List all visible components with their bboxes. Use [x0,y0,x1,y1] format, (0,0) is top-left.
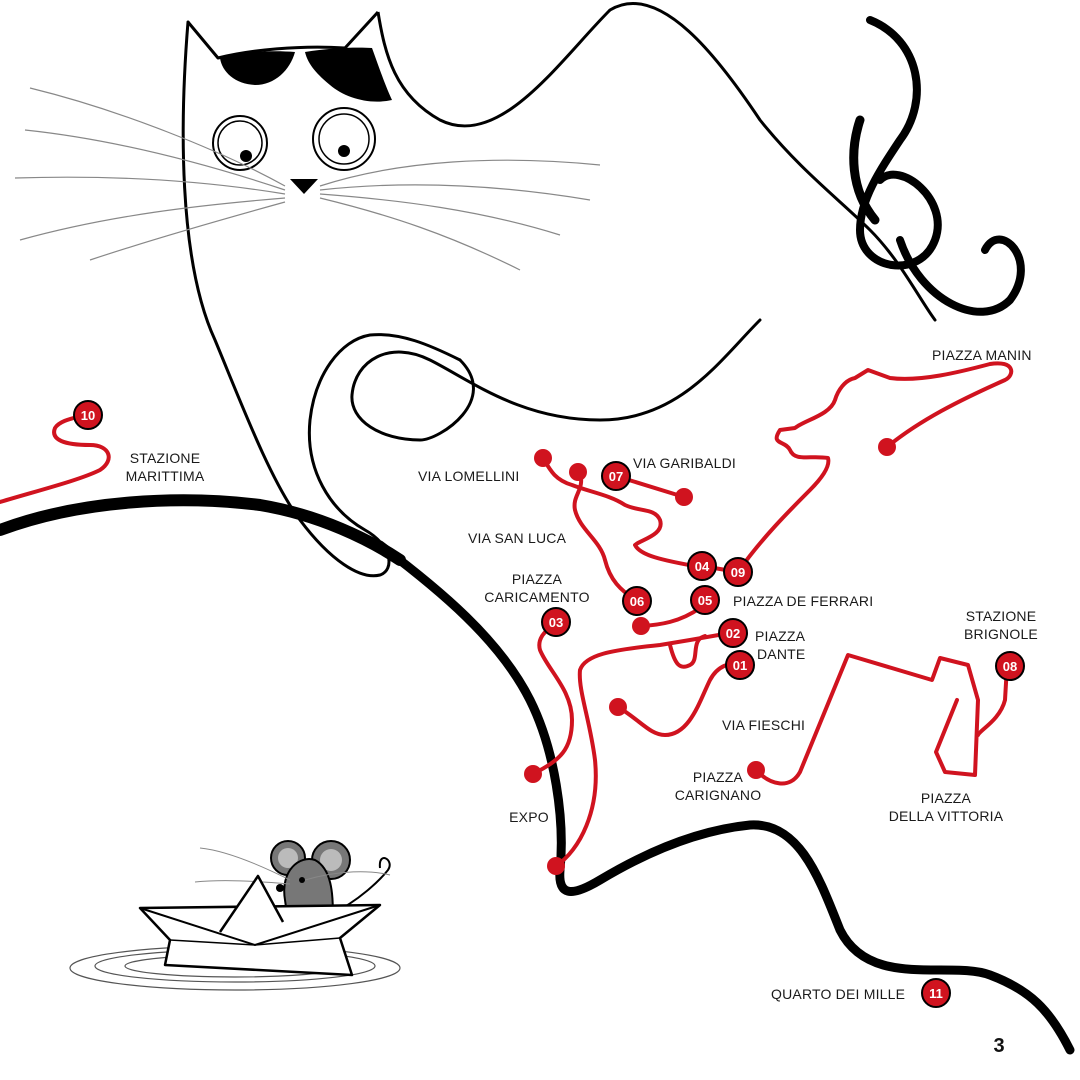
label-via-fieschi: VIA FIESCHI [722,717,805,733]
stop-marker-01-label: 01 [733,658,747,673]
label-expo: EXPO [509,809,549,825]
cat-tail-curl [855,16,1025,316]
label-stazione-marittima-1: STAZIONE [130,450,201,466]
label-piazza-manin: PIAZZA MANIN [932,347,1032,363]
route-carignano-vittoria [754,653,980,786]
stop-marker-04[interactable]: 04 [687,551,717,581]
page-number: 3 [993,1035,1004,1057]
label-piazza-dante-1: PIAZZA [755,628,806,644]
label-piazza-carignano-2: CARIGNANO [675,787,762,803]
route-end-dots [524,438,896,875]
cat-head-patch-left [220,51,295,85]
place-labels: STAZIONE MARITTIMA VIA LOMELLINI VIA GAR… [126,347,1038,1002]
label-piazza-de-ferrari: PIAZZA DE FERRARI [733,593,873,609]
cat-eye-right [312,107,376,171]
stop-marker-01[interactable]: 01 [725,650,755,680]
stop-marker-07[interactable]: 07 [601,461,631,491]
cat-left-ear [186,10,380,60]
label-stazione-brignole-1: STAZIONE [966,608,1037,624]
stop-marker-05[interactable]: 05 [690,585,720,615]
stop-marker-10[interactable]: 10 [73,400,103,430]
label-piazza-caricamento-2: CARICAMENTO [484,589,589,605]
stop-marker-05-label: 05 [698,593,712,608]
label-stazione-marittima-2: MARITTIMA [126,468,205,484]
label-piazza-dante-2: DANTE [757,646,805,662]
coastline-hill [375,540,1075,1055]
cat-head-top [376,8,612,128]
cat-tail [350,2,937,442]
stop-marker-08-label: 08 [1003,659,1017,674]
cat-eye-left [212,115,268,171]
stop-markers: 10 07 04 09 06 05 03 02 01 08 11 [73,400,1025,1008]
stop-marker-03[interactable]: 03 [541,607,571,637]
cat-illustration [14,2,1025,578]
label-via-lomellini: VIA LOMELLINI [418,468,519,484]
route-fieschi-dante [616,634,742,737]
label-quarto-dei-mille: QUARTO DEI MILLE [771,986,905,1002]
cat-body-outline [181,20,462,578]
stop-marker-02[interactable]: 02 [718,618,748,648]
coastline-left [0,494,406,566]
mouse-in-paper-boat-illustration [69,840,401,991]
label-stazione-brignole-2: BRIGNOLE [964,626,1038,642]
label-piazza-vittoria-2: DELLA VITTORIA [889,808,1004,824]
label-piazza-carignano-1: PIAZZA [693,769,744,785]
route-brignole-link [976,664,1009,737]
cat-head-patch-right [305,47,392,102]
stop-marker-03-label: 03 [549,615,563,630]
label-via-san-luca: VIA SAN LUCA [468,530,567,546]
route-stazione-marittima [0,413,111,504]
stop-marker-11[interactable]: 11 [921,978,951,1008]
cat-nose [290,179,318,194]
cat-whiskers [14,87,601,271]
label-via-garibaldi: VIA GARIBALDI [633,455,736,471]
label-piazza-vittoria-1: PIAZZA [921,790,972,806]
route-centro [541,361,1014,628]
stop-marker-06[interactable]: 06 [622,586,652,616]
stop-marker-07-label: 07 [609,469,623,484]
stop-marker-09[interactable]: 09 [723,557,753,587]
stop-marker-10-label: 10 [81,408,95,423]
stop-marker-11-label: 11 [929,986,943,1001]
label-piazza-caricamento-1: PIAZZA [512,571,563,587]
route-expo-caricamento [531,620,732,868]
stop-marker-09-label: 09 [731,565,745,580]
coastline [0,494,1075,1055]
stop-marker-06-label: 06 [630,594,644,609]
stop-marker-04-label: 04 [695,559,710,574]
stop-marker-02-label: 02 [726,626,740,641]
stop-marker-08[interactable]: 08 [995,651,1025,681]
walking-route [0,361,1014,868]
